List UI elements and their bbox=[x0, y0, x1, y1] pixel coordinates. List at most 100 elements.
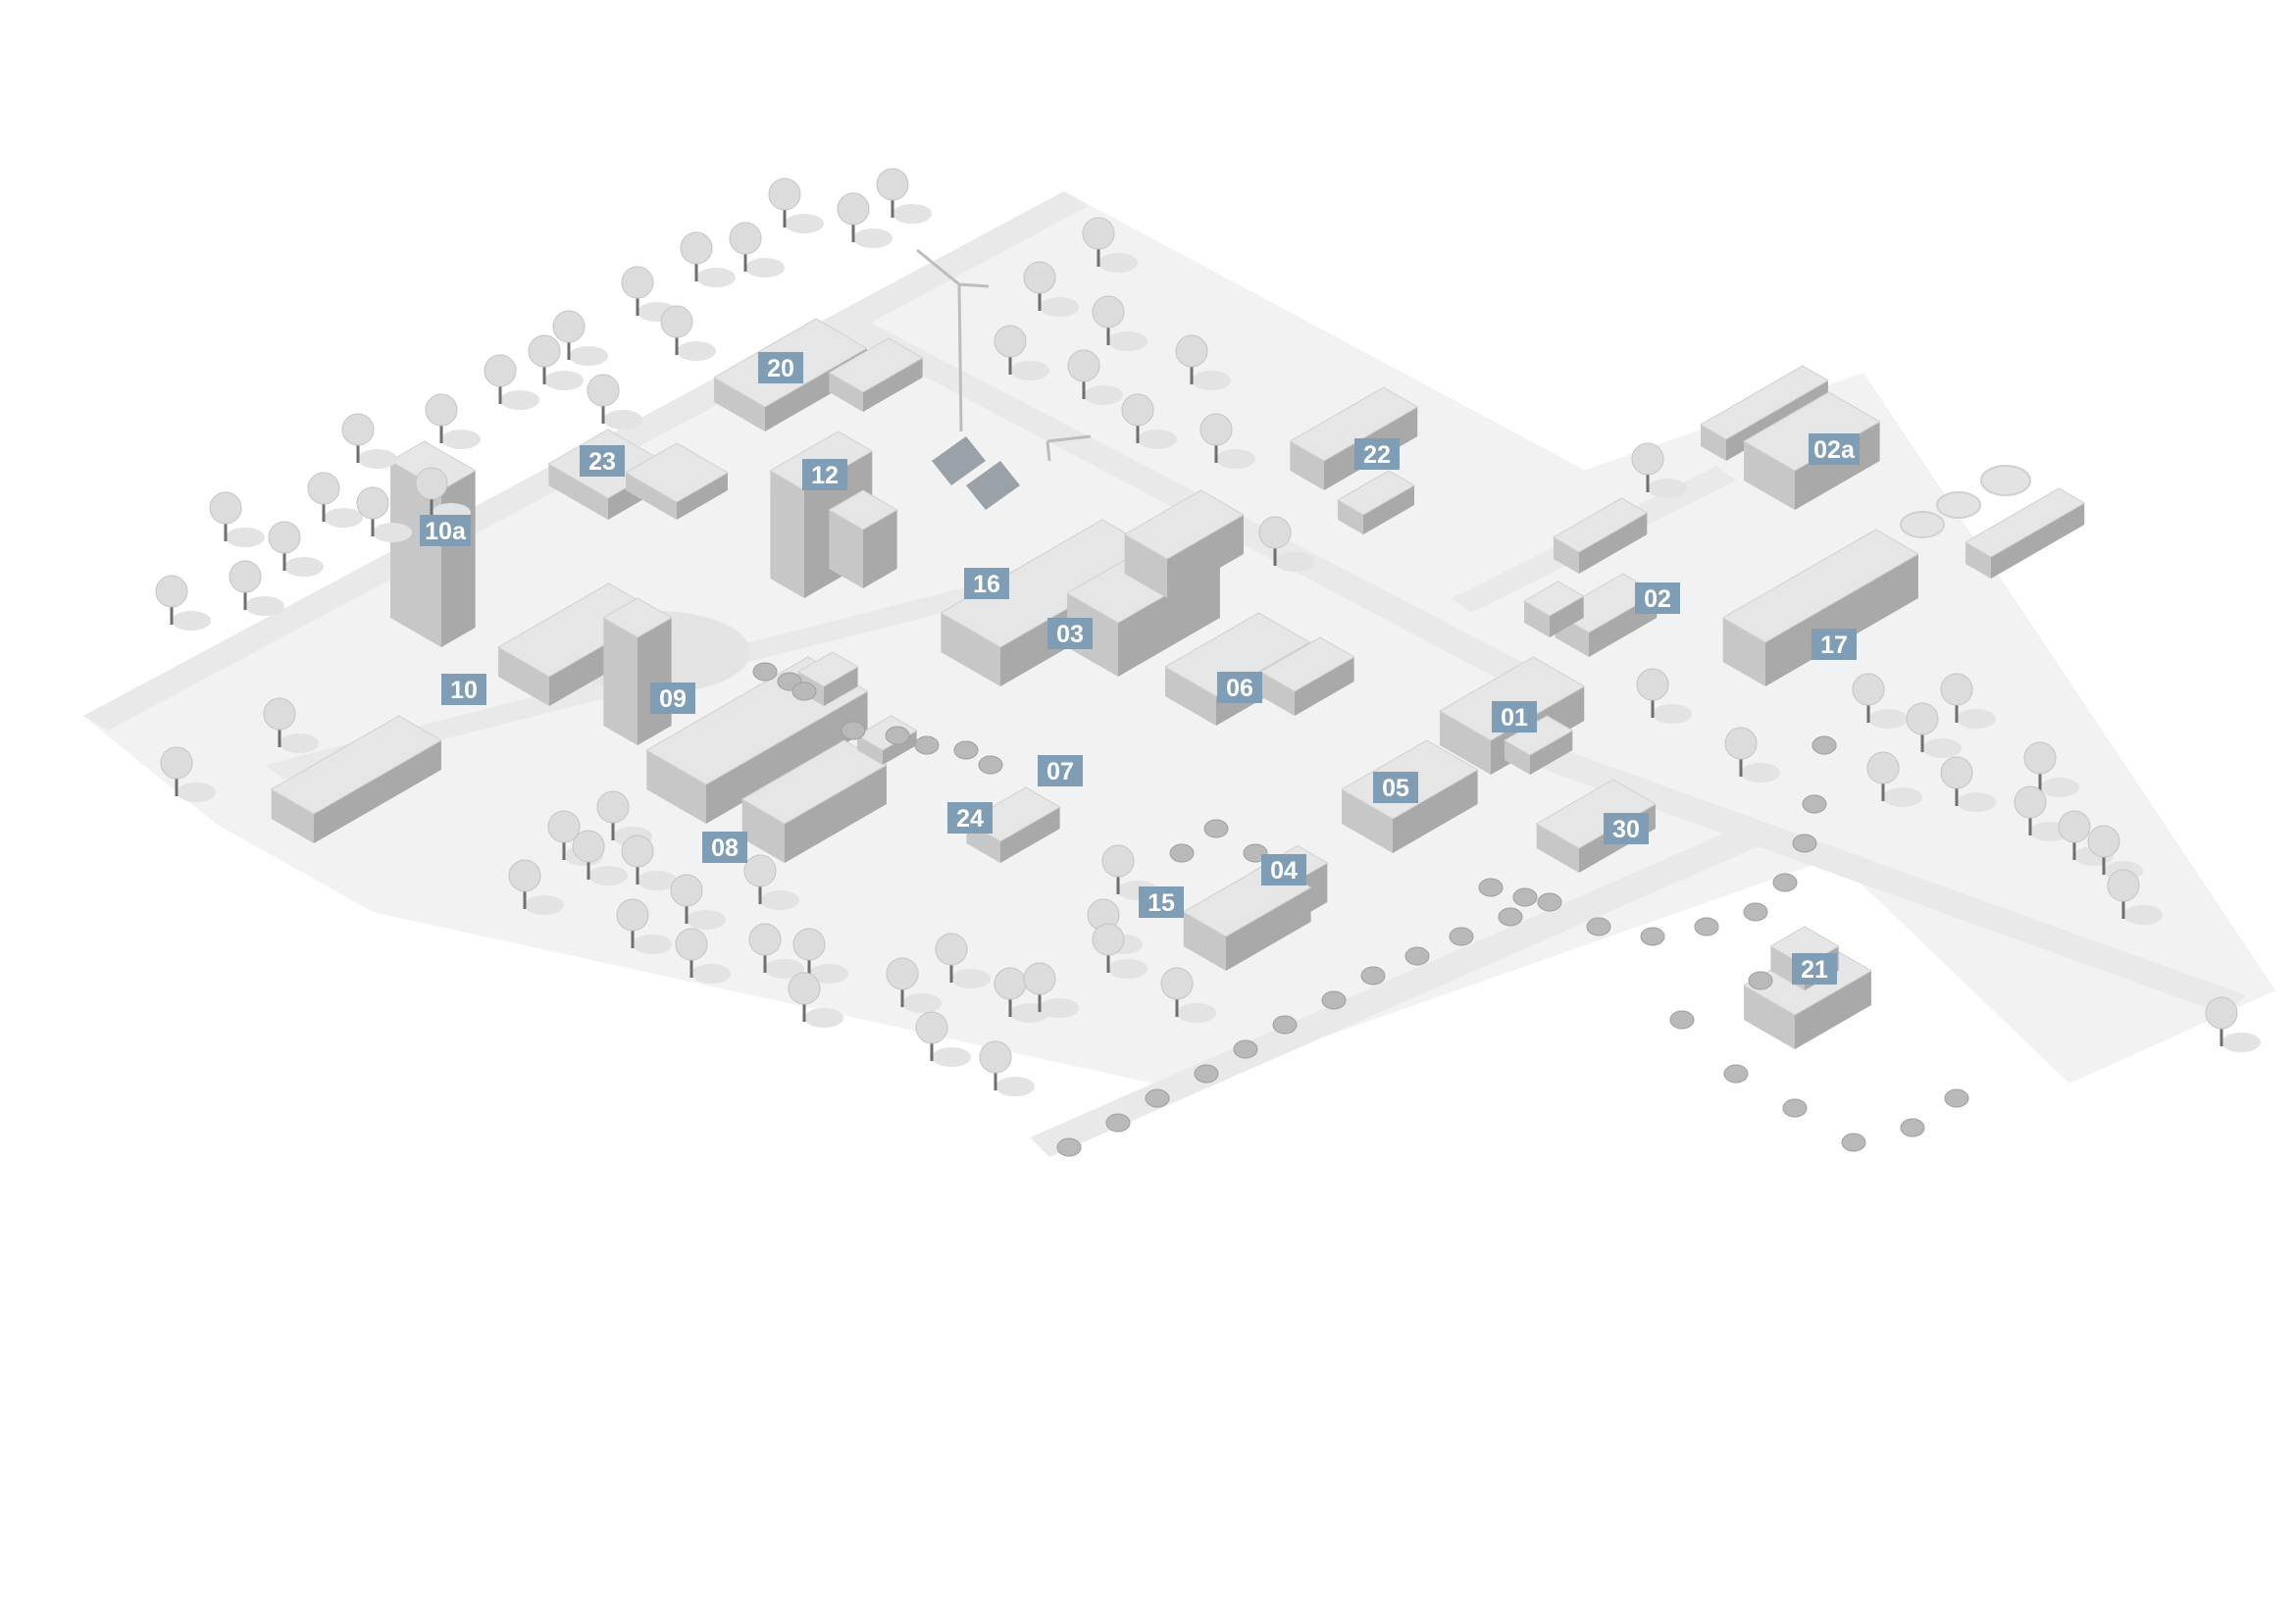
tree bbox=[1175, 334, 1231, 390]
label-17[interactable]: 17 bbox=[1811, 629, 1857, 660]
label-21[interactable]: 21 bbox=[1792, 953, 1837, 985]
shrub bbox=[791, 682, 817, 701]
shrub bbox=[1512, 887, 1538, 907]
label-12-text: 12 bbox=[811, 462, 839, 489]
tree bbox=[886, 957, 942, 1013]
pond bbox=[1936, 491, 1981, 519]
shrub bbox=[1900, 1118, 1925, 1138]
tree bbox=[552, 310, 608, 366]
tree bbox=[1121, 393, 1177, 449]
tree bbox=[1092, 295, 1148, 351]
label-22[interactable]: 22 bbox=[1354, 438, 1400, 470]
label-01[interactable]: 01 bbox=[1492, 701, 1537, 733]
label-08[interactable]: 08 bbox=[702, 832, 747, 863]
label-10a[interactable]: 10a bbox=[420, 515, 471, 546]
label-10-text: 10 bbox=[450, 677, 478, 704]
tree bbox=[1258, 516, 1314, 572]
shrub bbox=[1203, 819, 1229, 838]
building-23-wing bbox=[625, 442, 729, 520]
shrub bbox=[1537, 892, 1562, 912]
shrub bbox=[1944, 1088, 1969, 1108]
tree bbox=[155, 575, 211, 631]
label-17-text: 17 bbox=[1820, 632, 1848, 659]
shrub bbox=[914, 735, 940, 755]
label-02a-text: 02a bbox=[1813, 436, 1856, 464]
label-06[interactable]: 06 bbox=[1217, 672, 1262, 703]
pond bbox=[1980, 465, 2031, 496]
tree bbox=[792, 928, 848, 984]
label-08-text: 08 bbox=[711, 835, 739, 862]
tree bbox=[876, 168, 932, 224]
tree bbox=[935, 933, 991, 988]
building-06-annex bbox=[1259, 636, 1355, 716]
building-17 bbox=[1721, 529, 1919, 686]
tree bbox=[341, 413, 397, 469]
label-16-text: 16 bbox=[973, 571, 1000, 598]
label-30-text: 30 bbox=[1612, 816, 1640, 843]
label-10[interactable]: 10 bbox=[441, 674, 486, 705]
label-07[interactable]: 07 bbox=[1038, 755, 1083, 786]
tree bbox=[508, 859, 564, 915]
shrub bbox=[1194, 1064, 1219, 1084]
tree bbox=[1631, 442, 1687, 498]
tree bbox=[2107, 869, 2163, 925]
tree bbox=[1636, 668, 1692, 724]
label-02a[interactable]: 02a bbox=[1809, 433, 1860, 465]
wind-turbine bbox=[916, 248, 1092, 462]
label-09-text: 09 bbox=[659, 685, 687, 713]
label-01-text: 01 bbox=[1501, 704, 1528, 732]
buildings bbox=[270, 318, 2086, 1049]
tree bbox=[1906, 702, 1962, 758]
label-03-text: 03 bbox=[1056, 621, 1084, 648]
tree bbox=[160, 746, 216, 802]
label-06-text: 06 bbox=[1226, 675, 1253, 702]
tree bbox=[356, 486, 412, 542]
tree bbox=[1852, 673, 1908, 729]
label-05[interactable]: 05 bbox=[1373, 772, 1418, 803]
tree bbox=[2023, 741, 2079, 797]
tree bbox=[307, 472, 363, 528]
shrub bbox=[1233, 1039, 1258, 1059]
tree bbox=[229, 560, 284, 616]
label-04[interactable]: 04 bbox=[1261, 854, 1306, 885]
shrub bbox=[1694, 917, 1719, 936]
label-12[interactable]: 12 bbox=[802, 459, 847, 490]
shrub bbox=[1478, 878, 1504, 897]
tree bbox=[670, 874, 726, 930]
label-20[interactable]: 20 bbox=[758, 352, 803, 383]
building-hall-east bbox=[1964, 487, 2086, 579]
shrub bbox=[1841, 1133, 1866, 1152]
label-24-text: 24 bbox=[956, 805, 984, 833]
label-30[interactable]: 30 bbox=[1604, 813, 1649, 844]
tree bbox=[621, 835, 677, 890]
shrub bbox=[1723, 1064, 1749, 1084]
shrub bbox=[1743, 902, 1768, 922]
tree bbox=[660, 305, 716, 361]
building-labels: 10a 23 12 20 22 02a 16 03 bbox=[420, 352, 1860, 985]
label-02[interactable]: 02 bbox=[1635, 582, 1680, 614]
shrub bbox=[1811, 735, 1837, 755]
label-15[interactable]: 15 bbox=[1139, 886, 1184, 918]
label-16[interactable]: 16 bbox=[964, 568, 1009, 599]
label-24[interactable]: 24 bbox=[947, 802, 993, 834]
label-22-text: 22 bbox=[1363, 441, 1391, 469]
label-09[interactable]: 09 bbox=[650, 683, 695, 714]
tree bbox=[572, 830, 628, 885]
label-03[interactable]: 03 bbox=[1047, 618, 1093, 649]
tree bbox=[1023, 261, 1079, 317]
building-03-hall bbox=[1123, 489, 1245, 598]
shrub bbox=[1145, 1088, 1170, 1108]
label-23-text: 23 bbox=[588, 448, 616, 476]
tree bbox=[788, 972, 843, 1028]
tree bbox=[616, 898, 672, 954]
shrub bbox=[1782, 1098, 1808, 1118]
label-04-text: 04 bbox=[1270, 857, 1298, 885]
building-01-annex bbox=[1504, 715, 1574, 775]
tree bbox=[680, 231, 736, 287]
label-07-text: 07 bbox=[1046, 758, 1074, 785]
label-23[interactable]: 23 bbox=[580, 445, 625, 477]
solar-panel-field bbox=[932, 436, 1020, 510]
tree bbox=[1866, 751, 1922, 807]
tree bbox=[1023, 962, 1079, 1018]
shrub bbox=[1802, 794, 1827, 814]
